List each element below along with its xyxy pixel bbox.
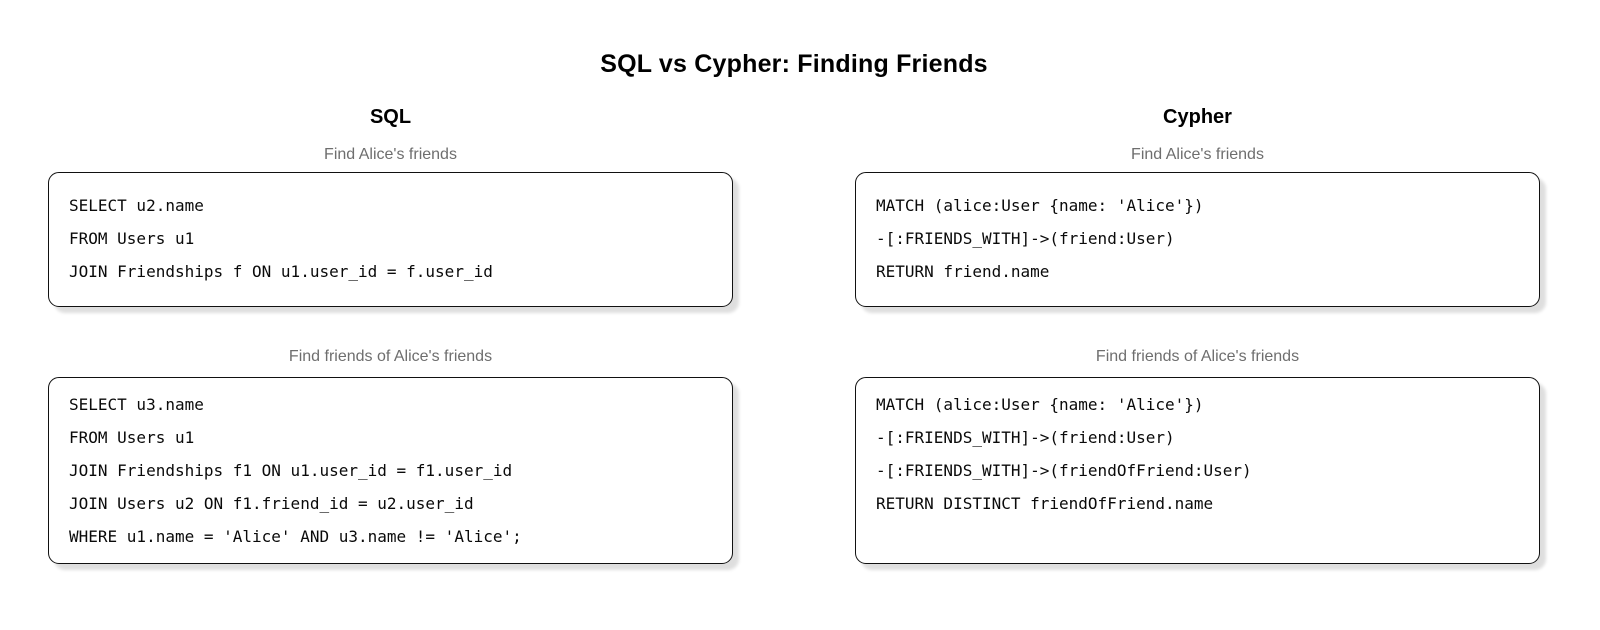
code-line: -[:FRIENDS_WITH]->(friend:User) bbox=[876, 428, 1175, 447]
box-label-sql-friends: Find Alice's friends bbox=[324, 146, 457, 163]
code-line: MATCH (alice:User {name: 'Alice'}) bbox=[876, 395, 1204, 414]
code-line: -[:FRIENDS_WITH]->(friendOfFriend:User) bbox=[876, 461, 1252, 480]
code-line: MATCH (alice:User {name: 'Alice'}) bbox=[876, 196, 1204, 215]
code-line: FROM Users u1 bbox=[69, 428, 195, 447]
column-cypher: Cypher Find Alice's friends MATCH (alice… bbox=[855, 105, 1540, 564]
code-line: SELECT u3.name bbox=[69, 395, 204, 414]
box-label-cypher-friends: Find Alice's friends bbox=[1131, 146, 1264, 163]
code-box-sql-friends: SELECT u2.name FROM Users u1 JOIN Friend… bbox=[48, 172, 733, 307]
code-box-cypher-friends: MATCH (alice:User {name: 'Alice'}) -[:FR… bbox=[855, 172, 1540, 307]
code-line: FROM Users u1 bbox=[69, 229, 195, 248]
code-line: JOIN Friendships f1 ON u1.user_id = f1.u… bbox=[69, 461, 513, 480]
box-label-cypher-friends-of-friends: Find friends of Alice's friends bbox=[1095, 348, 1300, 365]
code-line: JOIN Users u2 ON f1.friend_id = u2.user_… bbox=[69, 494, 474, 513]
code-line: RETURN DISTINCT friendOfFriend.name bbox=[876, 494, 1214, 513]
code-box-sql-friends-of-friends: SELECT u3.name FROM Users u1 JOIN Friend… bbox=[48, 377, 733, 564]
code-line: JOIN Friendships f ON u1.user_id = f.use… bbox=[69, 262, 493, 281]
code-line: -[:FRIENDS_WITH]->(friend:User) bbox=[876, 229, 1175, 248]
page-title: SQL vs Cypher: Finding Friends bbox=[600, 50, 988, 78]
column-sql: SQL Find Alice's friends SELECT u2.name … bbox=[48, 105, 733, 564]
column-header-cypher: Cypher bbox=[1163, 106, 1232, 128]
code-line: WHERE u1.name = 'Alice' AND u3.name != '… bbox=[69, 527, 522, 546]
box-label-sql-friends-of-friends: Find friends of Alice's friends bbox=[288, 348, 493, 365]
code-line: RETURN friend.name bbox=[876, 262, 1050, 281]
code-line: SELECT u2.name bbox=[69, 196, 204, 215]
code-box-cypher-friends-of-friends: MATCH (alice:User {name: 'Alice'}) -[:FR… bbox=[855, 377, 1540, 564]
column-header-sql: SQL bbox=[369, 106, 412, 128]
